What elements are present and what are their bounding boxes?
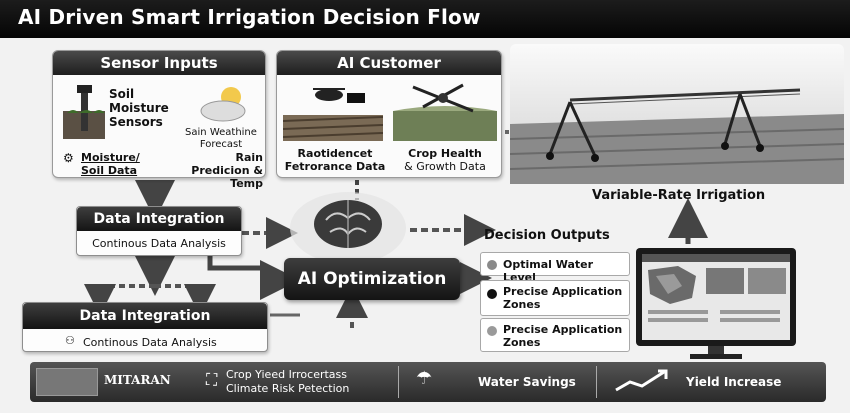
decision-output-item: Precise Application Zones [480, 280, 630, 316]
weather-cloud-icon [200, 87, 246, 122]
drone-field-icon [283, 88, 383, 141]
irrigation-system-illustration [510, 44, 844, 184]
bar-divider [398, 366, 399, 398]
rain-prediction-label: Rain Predicion & Temp [191, 151, 263, 190]
data-integration-box-2: Data Integration ⚇ Continous Data Analys… [22, 302, 268, 352]
bar-divider [596, 366, 597, 398]
crop-drone-icon [393, 83, 497, 141]
bottom-benefits-bar [30, 362, 826, 402]
yield-increase-label: Yield Increase [686, 375, 782, 389]
output-dot [487, 326, 497, 336]
map-thumbnail-icon [36, 368, 98, 396]
mitaran-label: MITARAN [104, 373, 171, 387]
climate-risk-label: Climate Risk Petection [226, 382, 350, 395]
data-integration-subtitle-2: Continous Data Analysis [83, 336, 217, 349]
arrow-branch-left [84, 284, 155, 316]
arrow-branch-right [155, 284, 216, 316]
performance-data-label: Raotidencet Fetrorance Data [284, 147, 386, 173]
title-bar [0, 0, 850, 38]
yield-increase-chart-icon [615, 369, 668, 392]
water-savings-label: Water Savings [478, 375, 576, 389]
variable-rate-irrigation-label: Variable-Rate Irrigation [592, 188, 766, 203]
camera-icon: ⛶ [206, 370, 218, 389]
ai-customer-header: AI Customer [277, 51, 501, 75]
dashboard-monitor-icon [636, 248, 796, 359]
soil-sensor-icon [63, 85, 105, 139]
ai-brain-icon [290, 192, 406, 264]
ai-optimization-box: AI Optimization [284, 258, 460, 300]
output-dot [487, 260, 497, 270]
sensor-inputs-panel: Sensor Inputs Soil Moisture Sensors Sain… [52, 50, 266, 190]
data-integration-box-1: Data Integration Continous Data Analysis [76, 206, 242, 256]
page-title: AI Driven Smart Irrigation Decision Flow [18, 5, 481, 29]
decision-output-label: Precise Application Zones [503, 285, 623, 311]
data-integration-title-1: Data Integration [77, 207, 241, 231]
decision-output-item: Optimal Water Level [480, 252, 630, 284]
moisture-soil-data-label: Moisture/ Soil Data [81, 151, 140, 177]
growth-data-label: & Growth Data [404, 160, 486, 173]
data-integration-title-2: Data Integration [23, 303, 267, 329]
weather-forecast-label: Sain Weathine Forecast [185, 127, 257, 150]
ai-customer-panel: AI Customer Raotidencet Fetrorance Data … [276, 50, 502, 178]
team-icon: ⚇ [65, 334, 75, 347]
data-integration-subtitle-1: Continous Data Analysis [92, 237, 226, 250]
decision-output-label: Precise Application Zones [503, 323, 623, 349]
crop-yield-label: Crop Yieed Irrocertass [226, 368, 348, 381]
output-dot [487, 289, 497, 299]
water-drop-icon: ☂ [416, 368, 433, 389]
decision-outputs-header: Decision Outputs [484, 228, 610, 243]
crop-health-label: Crop Health [408, 147, 482, 160]
sensor-small-icon: ⚙ [63, 151, 74, 165]
decision-output-item: Precise Application Zones [480, 318, 630, 352]
sensor-inputs-header: Sensor Inputs [53, 51, 265, 75]
arrow-integration-to-optimization [207, 256, 300, 300]
soil-moisture-sensors-label: Soil Moisture Sensors [109, 87, 169, 129]
